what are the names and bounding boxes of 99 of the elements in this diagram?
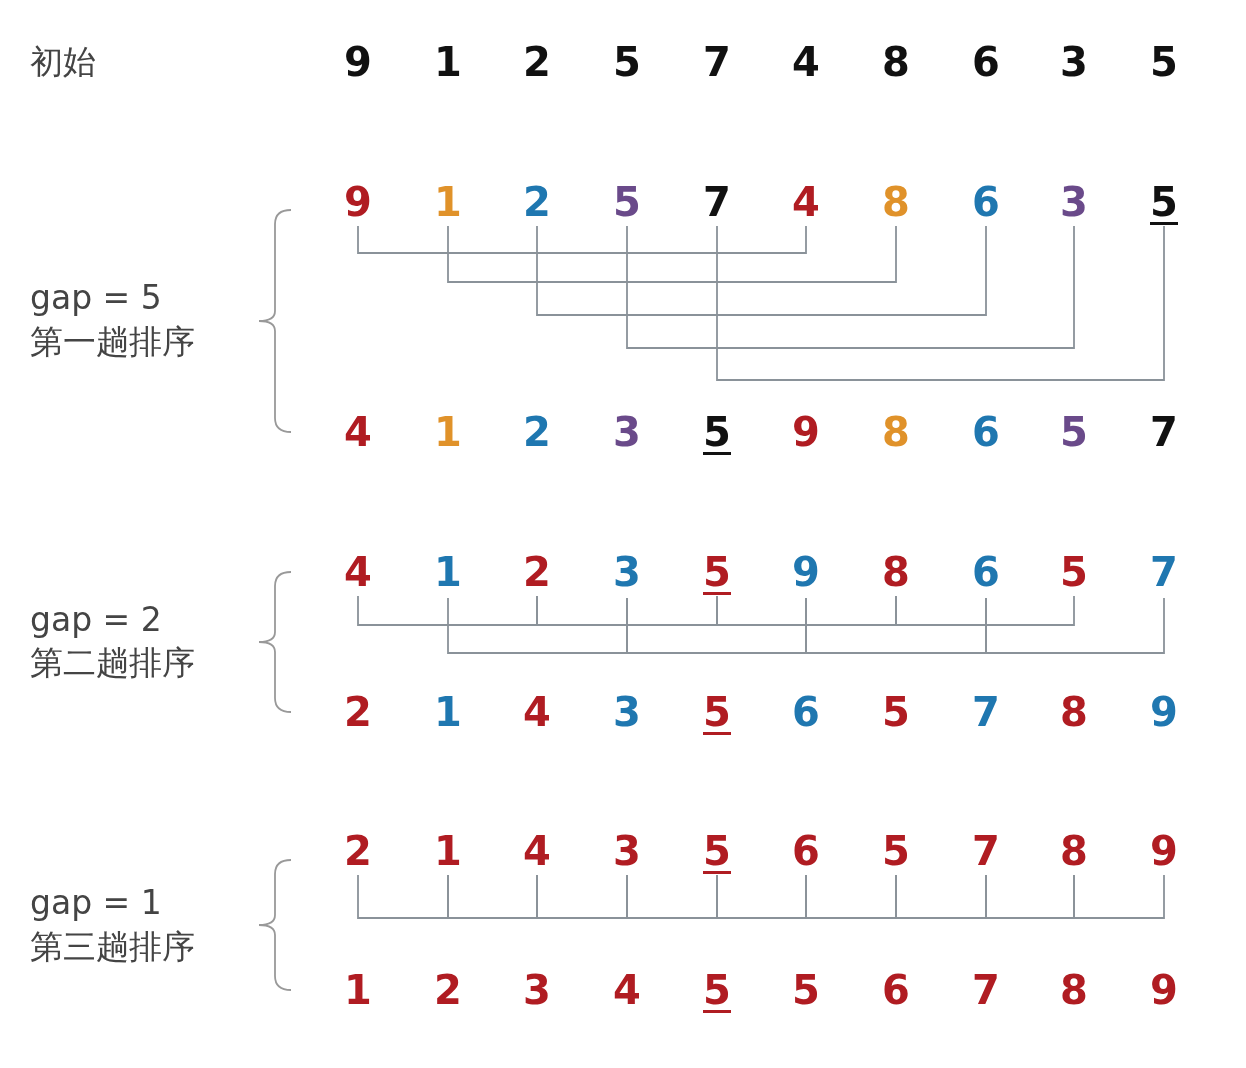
connector-line [805, 874, 897, 919]
number-text: 9 [1139, 827, 1189, 875]
number-text: 6 [961, 178, 1011, 226]
number-text: 8 [1049, 688, 1099, 736]
number-text: 6 [961, 548, 1011, 596]
number-text: 8 [871, 408, 921, 456]
number-text: 6 [961, 408, 1011, 456]
connector-line [895, 595, 1075, 626]
number-text: 2 [423, 966, 473, 1014]
number-text: 7 [961, 688, 1011, 736]
number-text: 5 [1139, 178, 1189, 226]
number-text: 1 [423, 38, 473, 86]
number-text: 6 [781, 827, 831, 875]
connector-line [447, 597, 628, 654]
connector-line [805, 597, 987, 654]
number-text: 3 [602, 548, 652, 596]
number-text: 8 [1049, 827, 1099, 875]
number-text: 4 [333, 408, 383, 456]
row-label: 初始 [30, 42, 96, 82]
number-text: 9 [1139, 966, 1189, 1014]
number-text: 3 [1049, 38, 1099, 86]
connector-line [626, 225, 1075, 349]
connector-line [716, 595, 897, 626]
connector-line [357, 595, 538, 626]
connector-line [357, 225, 807, 254]
connector-line [895, 874, 987, 919]
number-text: 8 [871, 178, 921, 226]
number-text: 5 [871, 827, 921, 875]
number-text: 4 [512, 827, 562, 875]
gap-label: gap = 5 [30, 278, 162, 318]
number-text: 1 [423, 178, 473, 226]
number-text: 2 [512, 548, 562, 596]
pass-label: 第三趟排序 [30, 927, 195, 967]
number-text: 8 [871, 548, 921, 596]
gap-label: gap = 1 [30, 883, 162, 923]
number-text: 7 [1139, 548, 1189, 596]
number-text: 7 [692, 38, 742, 86]
number-text: 7 [692, 178, 742, 226]
number-text: 5 [602, 38, 652, 86]
number-text: 1 [423, 827, 473, 875]
number-text: 3 [602, 688, 652, 736]
number-text: 4 [781, 178, 831, 226]
number-text: 4 [602, 966, 652, 1014]
number-text: 2 [512, 38, 562, 86]
number-text: 9 [781, 548, 831, 596]
number-text: 6 [871, 966, 921, 1014]
connector-line [1073, 874, 1165, 919]
connector-line [716, 874, 807, 919]
number-text: 3 [512, 966, 562, 1014]
connector-line [447, 225, 897, 283]
number-text: 1 [423, 548, 473, 596]
pass-label: 第一趟排序 [30, 322, 195, 362]
number-text: 9 [333, 178, 383, 226]
number-text: 1 [333, 966, 383, 1014]
connector-line [626, 597, 807, 654]
number-text: 4 [781, 38, 831, 86]
number-text: 2 [333, 688, 383, 736]
number-text: 9 [1139, 688, 1189, 736]
number-text: 2 [512, 178, 562, 226]
number-text: 1 [423, 408, 473, 456]
number-text: 5 [781, 966, 831, 1014]
number-text: 7 [961, 966, 1011, 1014]
connector-line [985, 597, 1165, 654]
number-text: 8 [871, 38, 921, 86]
pass-label: 第二趟排序 [30, 643, 195, 683]
number-text: 6 [781, 688, 831, 736]
connector-line [536, 595, 718, 626]
number-text: 4 [512, 688, 562, 736]
number-text: 9 [333, 38, 383, 86]
number-text: 2 [512, 408, 562, 456]
number-text: 5 [692, 966, 742, 1014]
number-text: 5 [1139, 38, 1189, 86]
gap-label: gap = 2 [30, 600, 162, 640]
connector-line [626, 874, 718, 919]
number-text: 8 [1049, 966, 1099, 1014]
number-text: 5 [1049, 548, 1099, 596]
number-text: 4 [333, 548, 383, 596]
number-text: 5 [692, 827, 742, 875]
number-text: 5 [692, 688, 742, 736]
number-text: 5 [871, 688, 921, 736]
connector-line [447, 874, 538, 919]
connector-line [716, 225, 1165, 381]
number-text: 6 [961, 38, 1011, 86]
number-text: 5 [692, 408, 742, 456]
number-text: 5 [1049, 408, 1099, 456]
connector-line [536, 225, 987, 316]
number-text: 7 [961, 827, 1011, 875]
number-text: 3 [1049, 178, 1099, 226]
number-text: 7 [1139, 408, 1189, 456]
number-text: 5 [692, 548, 742, 596]
connector-line [985, 874, 1075, 919]
number-text: 2 [333, 827, 383, 875]
number-text: 3 [602, 408, 652, 456]
number-text: 3 [602, 827, 652, 875]
number-text: 5 [602, 178, 652, 226]
connector-line [536, 874, 628, 919]
connector-line [357, 874, 449, 919]
number-text: 9 [781, 408, 831, 456]
number-text: 1 [423, 688, 473, 736]
